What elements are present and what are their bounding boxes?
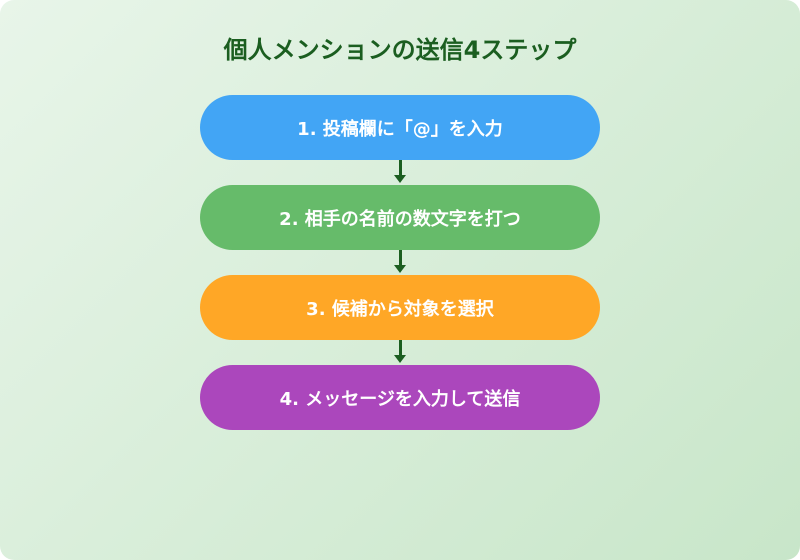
step-2: 2. 相手の名前の数文字を打つ [200,185,600,250]
diagram-title: 個人メンションの送信4ステップ [223,36,577,64]
step-1: 1. 投稿欄に「@」を入力 [200,95,600,160]
step-4-label: 4. メッセージを入力して送信 [279,388,521,410]
step-3-label: 3. 候補から対象を選択 [306,298,494,320]
step-1-label: 1. 投稿欄に「@」を入力 [297,118,503,140]
step-4: 4. メッセージを入力して送信 [200,365,600,430]
step-3: 3. 候補から対象を選択 [200,275,600,340]
step-2-label: 2. 相手の名前の数文字を打つ [279,208,521,230]
